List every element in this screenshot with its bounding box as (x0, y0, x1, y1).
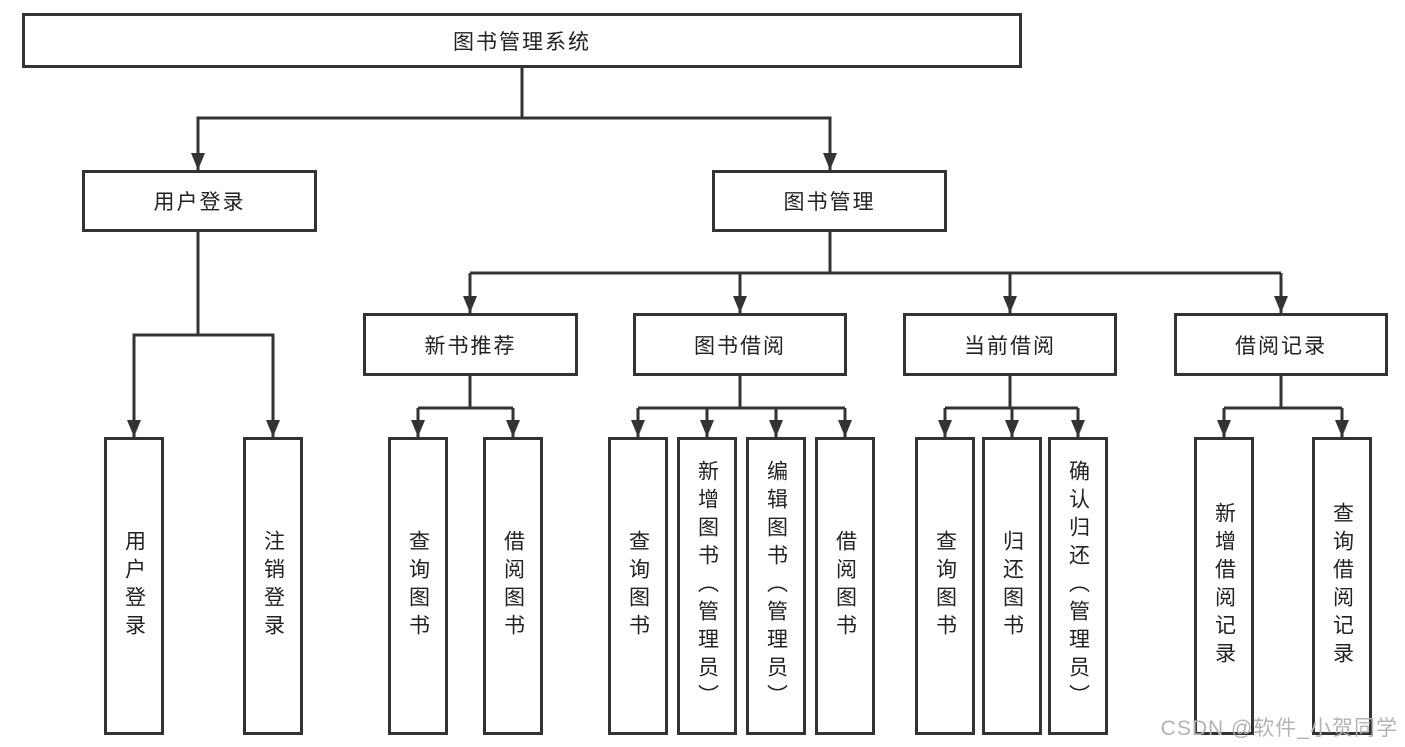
node-label: 图书管理系统 (453, 30, 591, 54)
leaf-current-confirm-return-admin: 确认归还（管理员） (1048, 437, 1108, 735)
node-label: 归还图书 (1000, 530, 1024, 642)
node-book-borrowing: 图书借阅 (633, 313, 847, 376)
node-book-management: 图书管理 (712, 170, 947, 232)
node-label: 新增图书（管理员） (695, 460, 719, 712)
node-label: 查询借阅记录 (1330, 502, 1354, 670)
node-label: 图书借阅 (694, 334, 786, 358)
leaf-user-login: 用户登录 (104, 437, 164, 735)
node-new-book-recommendation: 新书推荐 (363, 313, 578, 376)
leaf-recommend-query-books: 查询图书 (388, 437, 448, 735)
node-borrowing-records: 借阅记录 (1174, 313, 1388, 376)
node-label: 新增借阅记录 (1212, 502, 1236, 670)
node-label: 查询图书 (626, 530, 650, 642)
leaf-current-return-books: 归还图书 (982, 437, 1042, 735)
leaf-recommend-borrow-books: 借阅图书 (483, 437, 543, 735)
leaf-current-query-books: 查询图书 (915, 437, 975, 735)
connector-login-to-leaf1 (127, 333, 198, 437)
leaf-borrowing-edit-books-admin: 编辑图书（管理员） (746, 437, 806, 735)
node-label: 用户登录 (153, 191, 246, 214)
leaf-borrowing-add-books-admin: 新增图书（管理员） (677, 437, 737, 735)
connector-root-to-book-management (522, 116, 837, 170)
node-label: 查询图书 (406, 530, 430, 642)
leaf-records-add-borrow-record: 新增借阅记录 (1194, 437, 1254, 735)
node-label: 借阅图书 (833, 530, 857, 642)
node-label: 查询图书 (933, 530, 957, 642)
leaf-borrowing-borrow-books: 借阅图书 (815, 437, 875, 735)
node-label: 借阅记录 (1235, 334, 1327, 358)
node-label: 确认归还（管理员） (1066, 460, 1090, 712)
node-system-root: 图书管理系统 (22, 13, 1022, 68)
leaf-logout: 注销登录 (243, 437, 303, 735)
node-label: 用户登录 (122, 530, 146, 642)
node-user-login: 用户登录 (82, 170, 317, 232)
node-current-borrowing: 当前借阅 (903, 313, 1117, 376)
leaf-records-query-borrow-record: 查询借阅记录 (1312, 437, 1372, 735)
node-label: 借阅图书 (501, 530, 525, 642)
node-label: 当前借阅 (964, 334, 1056, 358)
connector-root-to-user-login (191, 116, 522, 170)
node-label: 注销登录 (261, 530, 285, 642)
node-label: 编辑图书（管理员） (764, 460, 788, 712)
csdn-watermark: CSDN @软件_小贺同学 (1160, 717, 1398, 740)
node-label: 图书管理 (783, 191, 876, 214)
connector-login-to-leaf2 (198, 333, 280, 437)
node-label: 新书推荐 (424, 334, 517, 358)
leaf-borrowing-query-books: 查询图书 (608, 437, 668, 735)
